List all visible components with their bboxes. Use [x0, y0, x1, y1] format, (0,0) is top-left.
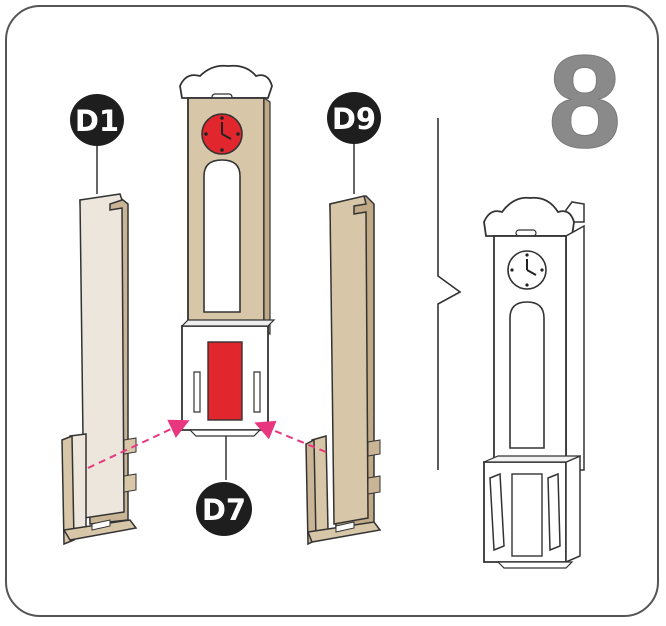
part-d7 — [180, 66, 274, 480]
badge-d7: D7 — [196, 482, 252, 536]
badge-d7-label: D7 — [202, 493, 246, 527]
finished-clock-icon — [508, 251, 546, 289]
badge-d1-label: D1 — [75, 104, 119, 138]
red-panel — [208, 342, 242, 420]
finished-clock — [484, 198, 584, 568]
badge-d9-label: D9 — [332, 102, 376, 136]
clock-icon — [202, 114, 242, 154]
step-number: 8 — [548, 28, 621, 175]
